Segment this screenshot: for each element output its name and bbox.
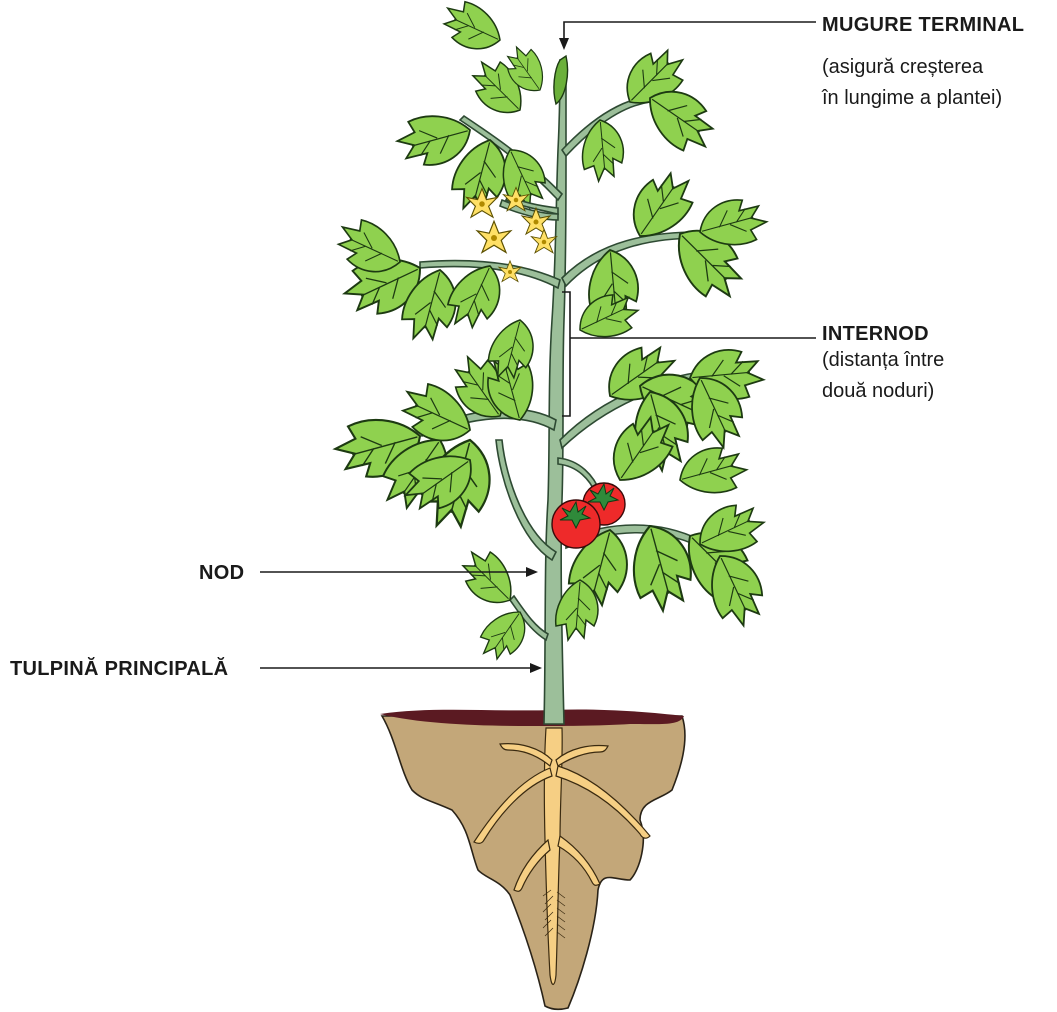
internode-title: INTERNOD xyxy=(822,323,929,345)
main-stem-title: TULPINĂ PRINCIPALĂ xyxy=(10,657,228,680)
arrow-icon xyxy=(559,38,569,50)
internode-desc-line2: două noduri) xyxy=(822,380,934,402)
terminal-bud-desc-line2: în lungime a plantei) xyxy=(821,87,1002,109)
arrow-icon xyxy=(526,567,538,577)
arrow-icon xyxy=(530,663,542,673)
internode-desc-line1: (distanța între xyxy=(822,349,944,371)
label-main-stem: TULPINĂ PRINCIPALĂ xyxy=(10,657,542,680)
terminal-bud-desc-line1: (asigură creșterea xyxy=(822,56,984,78)
node-title: NOD xyxy=(199,562,244,584)
terminal-bud-title: MUGURE TERMINAL xyxy=(822,14,1024,36)
terminal-bud-leader xyxy=(564,22,816,40)
